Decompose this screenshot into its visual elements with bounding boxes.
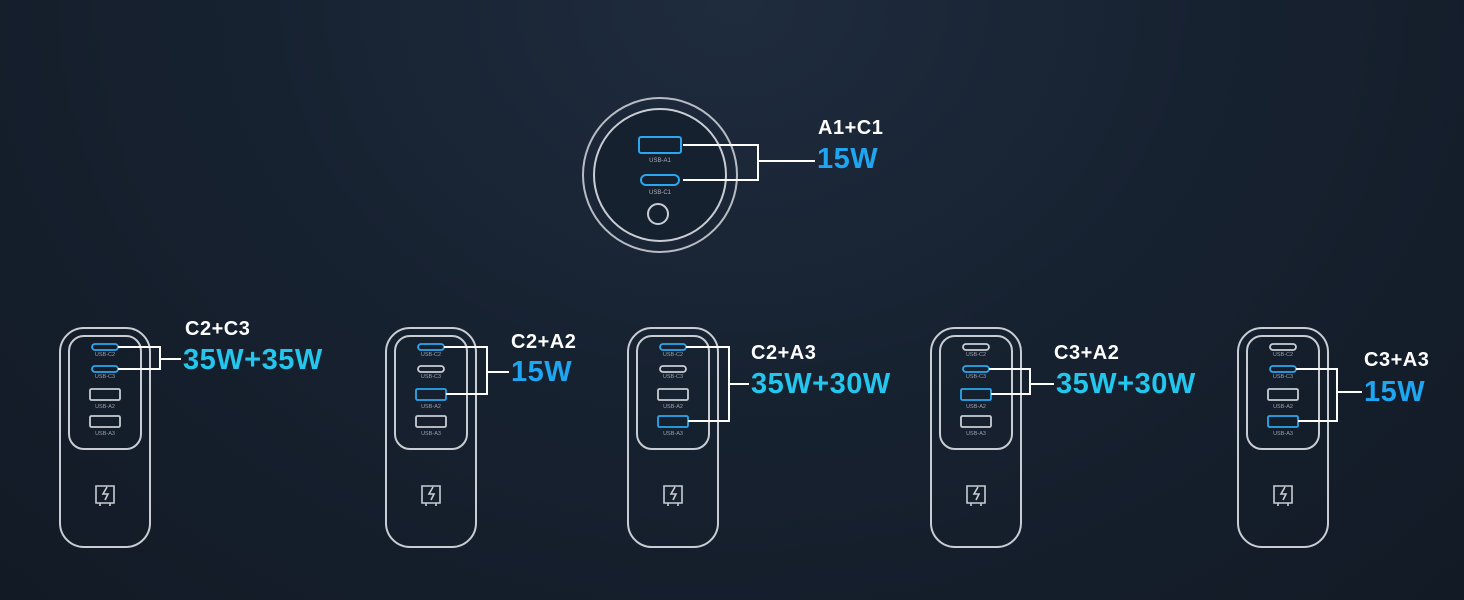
charger-body (627, 327, 719, 548)
port-label-usb-c3: USB-C3 (663, 374, 683, 380)
port-usb-c3 (417, 365, 445, 373)
car-charger-outer-ring (582, 97, 738, 253)
port-label-usb-a2: USB-A2 (1273, 404, 1293, 410)
charger-body (59, 327, 151, 548)
car-charger-bracket (683, 144, 815, 181)
plug-icon (966, 485, 986, 506)
port-usb-c2 (417, 343, 445, 351)
car-charger-power: 15W (817, 143, 879, 175)
port-label-usb-c3: USB-C3 (1273, 374, 1293, 380)
bracket (118, 346, 181, 370)
port-panel (939, 335, 1013, 450)
power-label-5: 15W (1364, 376, 1426, 408)
plug-icon (1273, 485, 1293, 506)
power-label-2: 15W (511, 356, 573, 388)
power-label-1: 35W+35W (183, 344, 323, 376)
charger-body (930, 327, 1022, 548)
port-label-usb-c2: USB-C2 (1273, 352, 1293, 358)
button-icon (647, 203, 669, 225)
port-usb-c2 (962, 343, 990, 351)
port-usb-c2 (1269, 343, 1297, 351)
port-usb-c3 (91, 365, 119, 373)
port-usb-c1 (640, 174, 680, 186)
charger-body (1237, 327, 1329, 548)
plug-icon (95, 485, 115, 506)
port-usb-a1 (638, 136, 682, 154)
port-label-usb-c2: USB-C2 (663, 352, 683, 358)
port-label-usb-c3: USB-C3 (966, 374, 986, 380)
port-panel (394, 335, 468, 450)
combo-label-1: C2+C3 (185, 318, 251, 340)
wall-chargers: USB-C2USB-C3USB-A2USB-A3USB-C2USB-C3USB-… (59, 327, 1362, 548)
port-usb-c3 (659, 365, 687, 373)
combo-label-2: C2+A2 (511, 331, 577, 353)
port-label-usb-a2: USB-A2 (663, 404, 683, 410)
port-panel (636, 335, 710, 450)
port-label-usb-c1: USB-C1 (649, 190, 672, 196)
bracket (1296, 368, 1362, 422)
port-usb-a2 (960, 388, 992, 401)
power-label-4: 35W+30W (1056, 368, 1196, 400)
port-label-usb-a2: USB-A2 (421, 404, 441, 410)
port-label-usb-a1: USB-A1 (649, 158, 671, 164)
port-usb-a3 (960, 415, 992, 428)
combo-label-5: C3+A3 (1364, 349, 1430, 371)
power-label-3: 35W+30W (751, 368, 891, 400)
plug-icon (663, 485, 683, 506)
port-label-usb-a3: USB-A3 (95, 431, 115, 437)
plug-icon (421, 485, 441, 506)
port-usb-a3 (415, 415, 447, 428)
port-usb-c3 (1269, 365, 1297, 373)
car-charger: USB-A1 USB-C1 (582, 97, 815, 253)
port-usb-a2 (1267, 388, 1299, 401)
port-label-usb-c3: USB-C3 (95, 374, 115, 380)
car-charger-combo: A1+C1 (818, 117, 884, 139)
charger-body (385, 327, 477, 548)
port-label-usb-a3: USB-A3 (1273, 431, 1293, 437)
port-usb-a2 (657, 388, 689, 401)
port-usb-a2 (89, 388, 121, 401)
port-usb-c2 (91, 343, 119, 351)
bracket (444, 346, 509, 395)
port-usb-a3 (89, 415, 121, 428)
port-usb-a3 (1267, 415, 1299, 428)
port-usb-c3 (962, 365, 990, 373)
port-label-usb-c3: USB-C3 (421, 374, 441, 380)
port-label-usb-a2: USB-A2 (95, 404, 115, 410)
port-usb-a3 (657, 415, 689, 428)
port-label-usb-a3: USB-A3 (663, 431, 683, 437)
port-label-usb-c2: USB-C2 (95, 352, 115, 358)
port-panel (1246, 335, 1320, 450)
combo-label-4: C3+A2 (1054, 342, 1120, 364)
port-label-usb-a2: USB-A2 (966, 404, 986, 410)
port-usb-c2 (659, 343, 687, 351)
combo-label-3: C2+A3 (751, 342, 817, 364)
port-usb-a2 (415, 388, 447, 401)
bracket (686, 346, 749, 422)
port-panel (68, 335, 142, 450)
port-label-usb-c2: USB-C2 (421, 352, 441, 358)
port-label-usb-a3: USB-A3 (421, 431, 441, 437)
port-label-usb-a3: USB-A3 (966, 431, 986, 437)
bracket (989, 368, 1054, 395)
port-label-usb-c2: USB-C2 (966, 352, 986, 358)
